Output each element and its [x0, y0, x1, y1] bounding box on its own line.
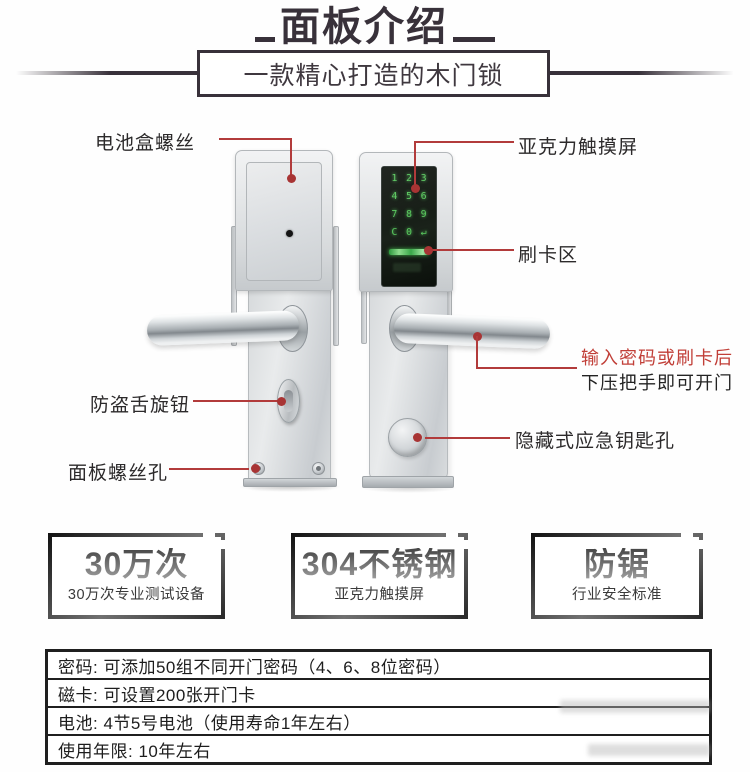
- lock-front-panel-base: [362, 476, 454, 488]
- open-hint-line2: 下压把手即可开门: [581, 373, 733, 393]
- callout-dot: [277, 397, 286, 406]
- callout-line: [476, 367, 577, 369]
- lock-front-shadow: [360, 483, 458, 493]
- title-underline-right: [453, 37, 495, 42]
- callout-line: [431, 249, 514, 251]
- callout-line: [414, 141, 416, 186]
- keypad-key: 3: [421, 172, 427, 185]
- keypad-keys: 1 2 3 4 5 6 7 8 9 C 0 ↵: [387, 172, 431, 239]
- callout-line: [290, 138, 292, 176]
- spec-row-battery: 电池: 4节5号电池（使用寿命1年左右）: [48, 706, 709, 734]
- feature-title: 30万次: [84, 545, 189, 582]
- header: 面板介绍: [0, 4, 750, 50]
- screen-logo-smudge: [393, 263, 421, 272]
- callout-line: [476, 336, 478, 369]
- callout-touchscreen-label: 亚克力触摸屏: [518, 137, 639, 158]
- callout-line: [219, 138, 292, 140]
- callout-swipe-area-label: 刷卡区: [518, 245, 579, 266]
- header-divider-left: [0, 71, 200, 75]
- callout-keyhole-label: 隐藏式应急钥匙孔: [515, 431, 676, 452]
- callout-dot: [287, 174, 296, 183]
- keypad-key: 0: [406, 226, 412, 239]
- feature-box-stainless: 304不锈钢 亚克力触摸屏: [291, 533, 468, 619]
- title-underline-left: [255, 37, 275, 42]
- keypad-key: 9: [421, 208, 427, 221]
- callout-dot: [424, 246, 433, 255]
- keypad-key: 8: [406, 208, 412, 221]
- callout-line: [169, 468, 249, 470]
- keypad-key: 4: [391, 190, 397, 203]
- panel-screw-right: [312, 462, 325, 475]
- spec-row-password: 密码: 可添加50组不同开门密码（4、6、8位密码）: [58, 657, 451, 677]
- subtitle-box: 一款精心打造的木门锁: [197, 50, 550, 97]
- card-swipe-bar: [389, 249, 429, 255]
- indicator-dot: [286, 230, 293, 237]
- spec-row-lifespan: 使用年限: 10年左右: [48, 734, 709, 762]
- lock-back-side-edge-right: [333, 226, 339, 346]
- callout-dot: [251, 464, 260, 473]
- screen-gloss: [382, 167, 436, 286]
- spec-table: 密码: 可添加50组不同开门密码（4、6、8位密码） 磁卡: 可设置200张开门…: [45, 649, 712, 765]
- callout-screw-hole-label: 面板螺丝孔: [68, 463, 169, 484]
- feature-title: 防锯: [583, 545, 650, 582]
- keypad-screen: 1 2 3 4 5 6 7 8 9 C 0 ↵: [381, 166, 437, 287]
- feature-subtitle: 亚克力触摸屏: [334, 587, 425, 604]
- callout-battery-screw-label: 电池盒螺丝: [95, 133, 196, 154]
- callout-line: [414, 141, 514, 143]
- callout-line: [425, 437, 510, 439]
- feature-subtitle: 30万次专业测试设备: [67, 587, 206, 604]
- feature-box-test-cycles: 30万次 30万次专业测试设备: [48, 533, 225, 619]
- keypad-key: 5: [406, 190, 412, 203]
- watermark: [560, 700, 710, 713]
- feature-subtitle: 行业安全标准: [572, 587, 662, 604]
- battery-cover-panel: [235, 150, 333, 291]
- callout-line: [193, 400, 278, 402]
- battery-cover-inner: [246, 162, 322, 281]
- touchscreen-panel: 1 2 3 4 5 6 7 8 9 C 0 ↵: [359, 152, 453, 292]
- spec-row-card: 磁卡: 可设置200张开门卡: [48, 678, 709, 706]
- keypad-key: 7: [391, 208, 397, 221]
- keypad-key: C: [391, 226, 397, 239]
- callout-dot: [411, 184, 420, 193]
- keypad-key: 1: [391, 172, 397, 185]
- lever-handle-left: [146, 310, 300, 346]
- page-title: 面板介绍: [280, 5, 448, 49]
- lock-back-shadow: [238, 482, 342, 492]
- feature-title: 304不锈钢: [301, 545, 458, 582]
- keypad-key: 6: [421, 190, 427, 203]
- page-subtitle: 一款精心打造的木门锁: [243, 61, 504, 90]
- callout-dot: [413, 433, 422, 442]
- watermark: [588, 744, 710, 756]
- header-divider-right: [547, 71, 750, 75]
- keypad-key: ↵: [421, 226, 427, 239]
- feature-box-anti-saw: 防锯 行业安全标准: [531, 533, 703, 619]
- callout-knob-label: 防盗舌旋钮: [90, 395, 191, 416]
- lock-back-panel-base: [243, 478, 337, 487]
- open-hint-line1: 输入密码或刷卡后: [581, 348, 733, 368]
- keypad-key: 2: [406, 172, 412, 185]
